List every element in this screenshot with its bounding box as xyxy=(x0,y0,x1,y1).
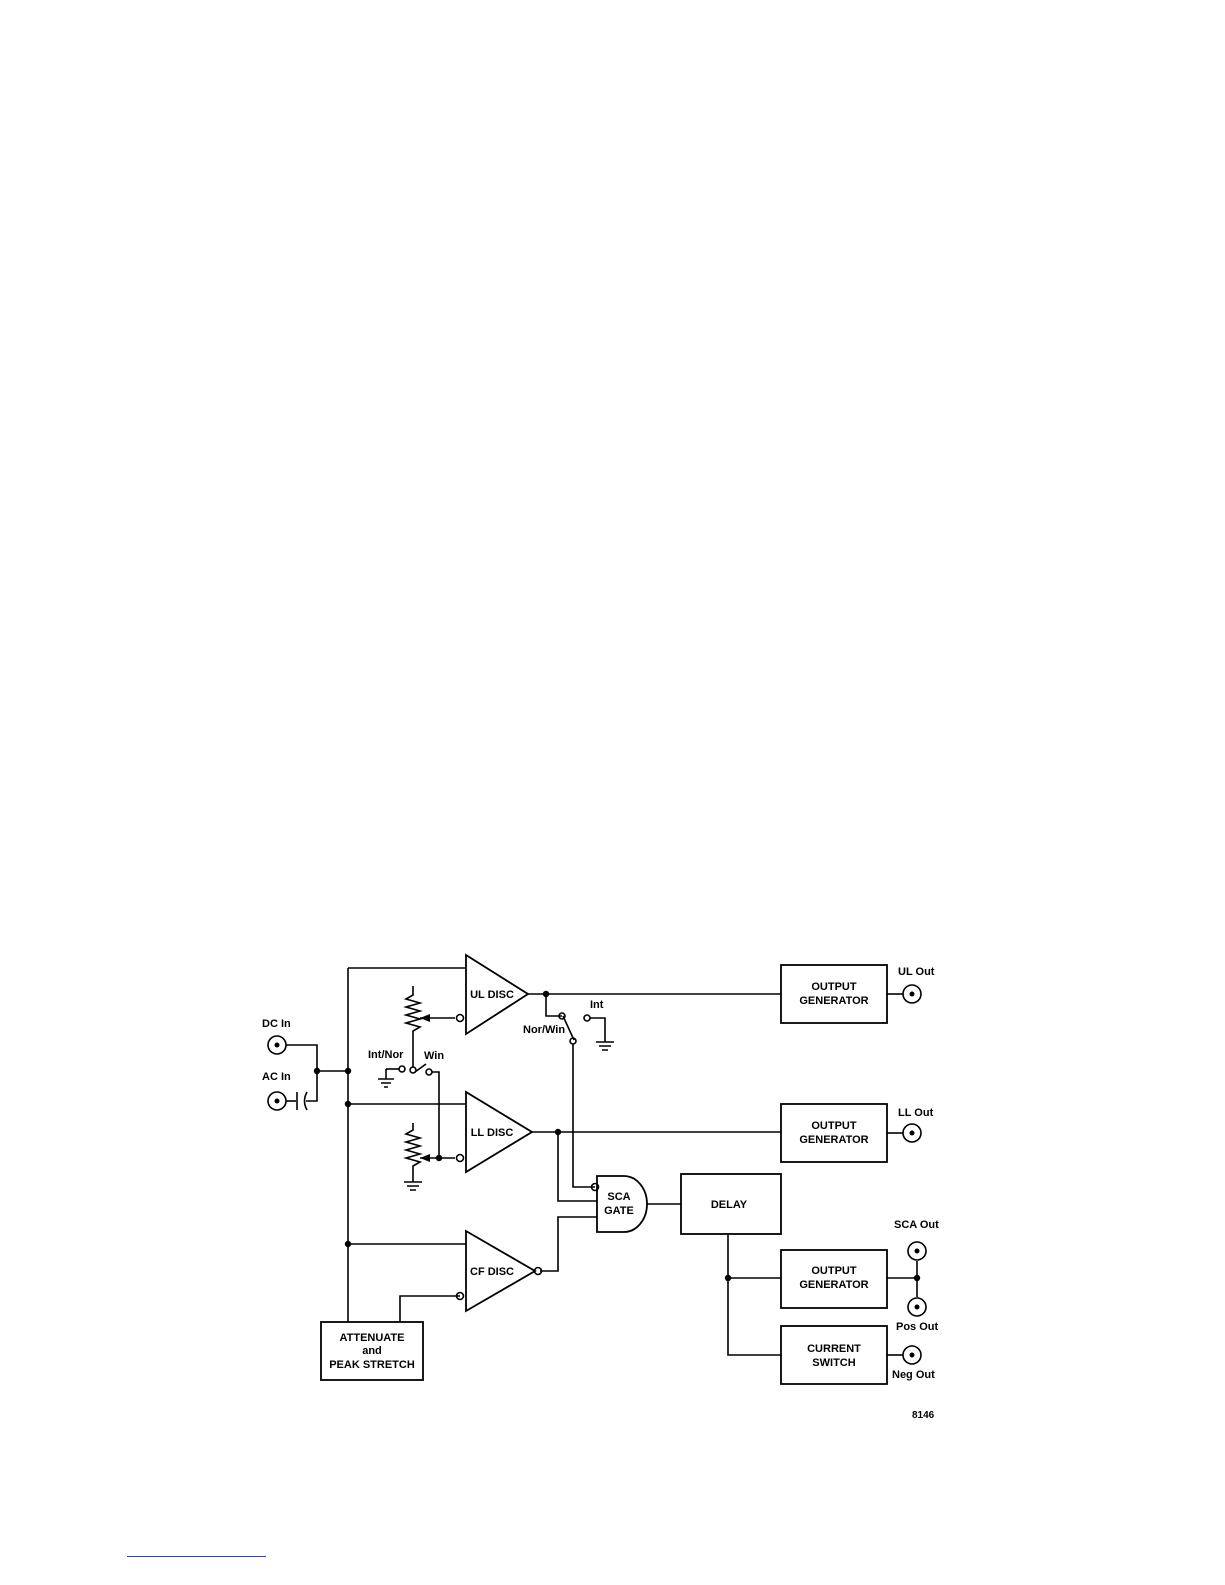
win-label: Win xyxy=(424,1050,444,1062)
ul-out-jack-icon[interactable] xyxy=(903,985,921,1003)
ground-icon xyxy=(404,1182,422,1190)
ll-out-jack-icon[interactable] xyxy=(903,1124,921,1142)
svg-text:DELAY: DELAY xyxy=(711,1199,748,1211)
output-generator-ll: OUTPUT GENERATOR xyxy=(781,1104,887,1162)
pos-out-jack-icon[interactable] xyxy=(908,1298,926,1316)
switch-contacts xyxy=(399,1013,590,1075)
svg-text:ATTENUATE: ATTENUATE xyxy=(340,1332,405,1344)
pos-out-label: Pos Out xyxy=(896,1321,939,1333)
output-generator-ul: OUTPUT GENERATOR xyxy=(781,965,887,1023)
ac-in-jack-icon[interactable] xyxy=(268,1092,286,1110)
ul-disc: UL DISC xyxy=(457,955,529,1034)
ac-in-label: AC In xyxy=(262,1071,291,1083)
arrow-icon xyxy=(420,1154,430,1162)
int-nor-label: Int/Nor xyxy=(368,1049,404,1061)
svg-text:PEAK STRETCH: PEAK STRETCH xyxy=(329,1359,415,1371)
nor-win-label: Nor/Win xyxy=(523,1024,565,1036)
output-generator-sca: OUTPUT GENERATOR xyxy=(781,1250,887,1308)
sca-gate: SCA GATE xyxy=(592,1176,648,1232)
current-switch-block: CURRENT SWITCH xyxy=(781,1326,887,1384)
dc-in-label: DC In xyxy=(262,1018,291,1030)
footer-rule xyxy=(127,1556,266,1557)
ul-out-label: UL Out xyxy=(898,966,935,978)
svg-text:GENERATOR: GENERATOR xyxy=(799,995,868,1007)
sca-gate-label-2: GATE xyxy=(604,1205,634,1217)
svg-text:GENERATOR: GENERATOR xyxy=(799,1279,868,1291)
neg-out-jack-icon[interactable] xyxy=(903,1346,921,1364)
delay-block: DELAY xyxy=(681,1174,781,1234)
sca-out-jack-icon[interactable] xyxy=(908,1242,926,1260)
neg-out-label: Neg Out xyxy=(892,1369,935,1381)
sca-gate-label-1: SCA xyxy=(607,1191,630,1203)
figure-number: 8146 xyxy=(912,1410,935,1421)
svg-text:OUTPUT: OUTPUT xyxy=(811,1265,857,1277)
attenuate-block: ATTENUATE and PEAK STRETCH xyxy=(321,1322,423,1380)
capacitor-icon xyxy=(297,1092,307,1110)
ll-out-label: LL Out xyxy=(898,1107,934,1119)
svg-text:GENERATOR: GENERATOR xyxy=(799,1134,868,1146)
svg-text:OUTPUT: OUTPUT xyxy=(811,1120,857,1132)
ll-disc-label: LL DISC xyxy=(471,1127,514,1139)
arrow-icon xyxy=(420,1014,430,1022)
cf-disc: CF DISC xyxy=(457,1231,542,1311)
svg-text:CURRENT: CURRENT xyxy=(807,1343,861,1355)
svg-text:and: and xyxy=(362,1345,382,1357)
dc-in-jack-icon[interactable] xyxy=(268,1036,286,1054)
ground-icon xyxy=(596,1042,614,1050)
sca-out-label: SCA Out xyxy=(894,1219,939,1231)
svg-text:SWITCH: SWITCH xyxy=(812,1357,855,1369)
svg-text:OUTPUT: OUTPUT xyxy=(811,981,857,993)
ground-icon xyxy=(378,1079,394,1087)
ll-disc: LL DISC xyxy=(457,1092,533,1172)
cf-disc-label: CF DISC xyxy=(470,1266,514,1278)
ul-disc-label: UL DISC xyxy=(470,989,514,1001)
int-label: Int xyxy=(590,999,604,1011)
